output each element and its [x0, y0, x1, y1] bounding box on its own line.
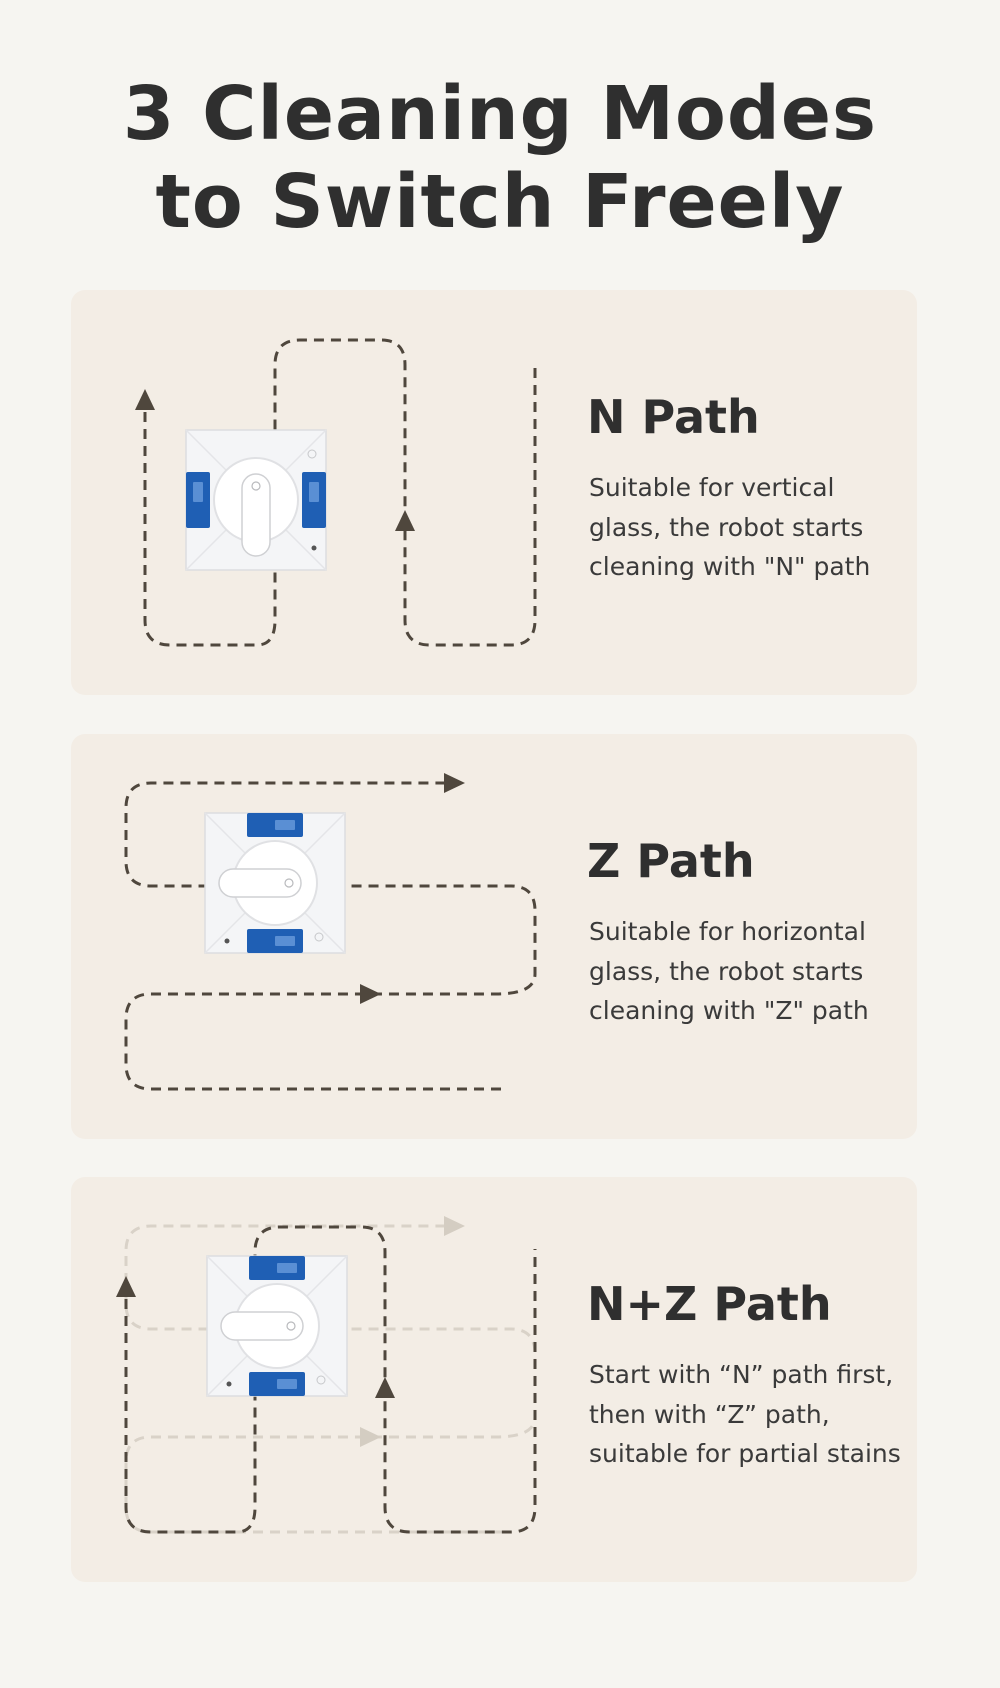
window-robot-image — [204, 812, 346, 954]
mode-title: N Path — [587, 390, 760, 444]
mode-title: Z Path — [587, 834, 755, 888]
mode-card-nz-path: N+Z Path Start with “N” path first, then… — [71, 1177, 917, 1582]
mode-card-z-path: Z Path Suitable for horizontal glass, th… — [71, 734, 917, 1139]
z-path-route-faint — [124, 1224, 537, 1534]
arrow-right-icon — [444, 1216, 465, 1236]
arrow-up-icon — [135, 389, 155, 410]
page-title-line-2: to Switch Freely — [155, 159, 845, 245]
n-path-diagram — [135, 338, 537, 647]
mode-description: Suitable for vertical glass, the robot s… — [589, 473, 871, 581]
n-path-route — [124, 1225, 537, 1534]
mode-description: Suitable for horizontal glass, the robot… — [589, 917, 869, 1025]
z-path-route — [124, 781, 537, 1091]
arrow-up-icon — [395, 510, 415, 531]
page-title: 3 Cleaning Modes to Switch Freely — [0, 70, 1000, 246]
n-path-route — [143, 338, 537, 647]
page-title-line-1: 3 Cleaning Modes — [122, 71, 878, 157]
mode-title: N+Z Path — [587, 1277, 832, 1331]
arrow-right-icon — [444, 773, 465, 793]
mode-description: Start with “N” path first, then with “Z”… — [589, 1360, 901, 1468]
mode-card-n-path: N Path Suitable for vertical glass, the … — [71, 290, 917, 695]
nz-path-diagram — [116, 1216, 537, 1534]
arrow-up-icon — [116, 1276, 136, 1297]
arrow-right-icon — [360, 984, 381, 1004]
arrow-up-icon — [375, 1377, 395, 1398]
z-path-diagram — [124, 773, 537, 1091]
arrow-right-icon — [360, 1427, 381, 1447]
window-robot-image — [185, 429, 327, 571]
window-robot-image — [206, 1255, 348, 1397]
